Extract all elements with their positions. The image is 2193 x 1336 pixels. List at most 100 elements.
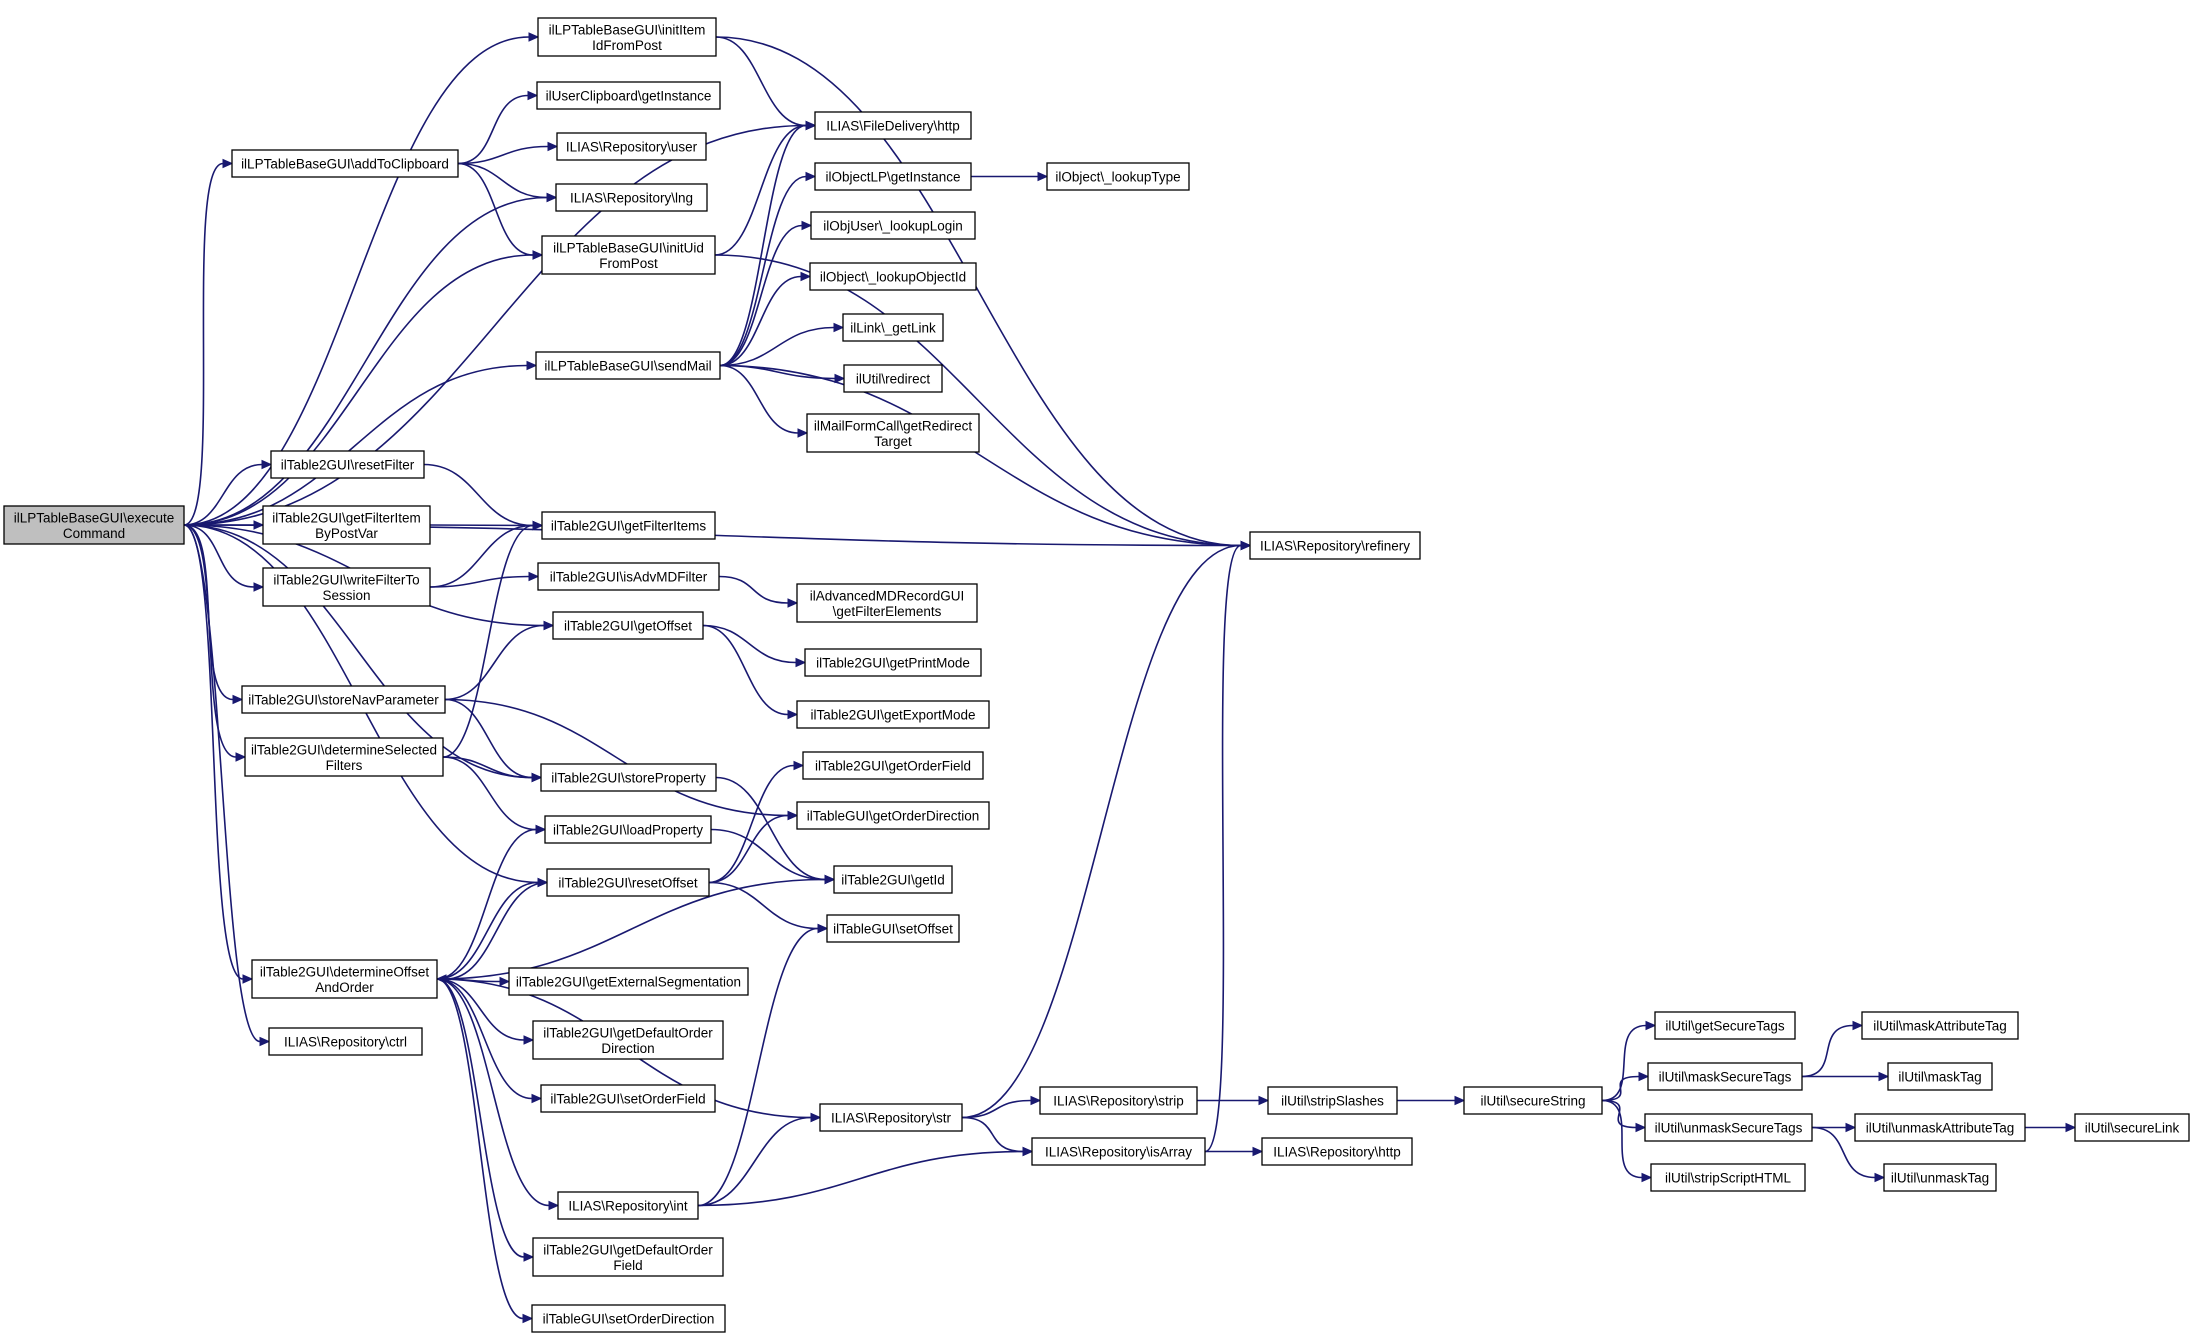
node-box [1861,1011,2019,1040]
node-repoHttp[interactable]: ILIAS\Repository\http [1261,1137,1413,1166]
node-lookupObjId[interactable]: ilObject\_lookupObjectId [809,262,977,291]
edge-arrowhead [523,1252,535,1262]
node-getSecureTags[interactable]: ilUtil\getSecureTags [1654,1011,1796,1040]
node-maskAttr[interactable]: ilUtil\maskAttributeTag [1861,1011,2019,1040]
edge-arrowhead [535,824,547,835]
node-repoStr[interactable]: ILIAS\Repository\str [819,1103,963,1132]
node-repoStrip[interactable]: ILIAS\Repository\strip [1039,1086,1198,1115]
node-lookupType[interactable]: ilObject\_lookupType [1046,162,1190,191]
node-box [806,413,980,453]
node-objLP[interactable]: ilObjectLP\getInstance [814,162,972,191]
edge-root-to-storeNav [183,524,244,705]
node-getId[interactable]: ilTable2GUI\getId [833,865,953,894]
node-unmaskSecureTags[interactable]: ilUtil\unmaskSecureTags [1644,1113,1813,1142]
edge-line [436,978,550,1207]
edge-arrowhead [1845,1122,1857,1133]
node-box [1249,531,1421,560]
node-orderDir[interactable]: ilTableGUI\getOrderDirection [796,801,990,830]
edge-storeProp-to-getId [715,776,836,885]
node-repoLng[interactable]: ILIAS\Repository\lng [555,183,708,212]
edge-line [183,524,237,758]
edge-resetOffset-to-orderField [708,760,805,884]
node-repoIsArray[interactable]: ILIAS\Repository\isArray [1031,1137,1206,1166]
node-box [842,313,944,342]
node-maskTag[interactable]: ilUtil\maskTag [1887,1062,1993,1091]
node-unmaskAttr[interactable]: ilUtil\unmaskAttributeTag [1854,1113,2026,1142]
edge-line [423,463,534,527]
node-redirect[interactable]: ilUtil\redirect [843,364,943,393]
node-label: Direction [601,1041,654,1056]
node-getFilterItems[interactable]: ilTable2GUI\getFilterItems [541,511,716,540]
edge-arrowhead [522,1313,534,1324]
node-exportMode[interactable]: ilTable2GUI\getExportMode [796,700,990,729]
node-repoCtrl[interactable]: ILIAS\Repository\ctrl [268,1027,423,1056]
edge-arrowhead [787,598,799,608]
node-fdHttp[interactable]: ILIAS\FileDelivery\http [814,111,972,140]
node-clipInst[interactable]: ilUserClipboard\getInstance [536,81,721,110]
node-secureLink[interactable]: ilUtil\secureLink [2074,1113,2190,1142]
node-resetFilter[interactable]: ilTable2GUI\resetFilter [270,450,425,479]
node-addClip[interactable]: ilLPTableBaseGUI\addToClipboard [231,149,459,178]
node-getLink[interactable]: ilLink\_getLink [842,313,944,342]
node-orderField[interactable]: ilTable2GUI\getOrderField [802,751,984,780]
node-setOrderDir[interactable]: ilTableGUI\setOrderDirection [531,1304,726,1333]
edge-root-to-resetFilter [183,459,273,526]
edge-unmaskAttr-to-secureLink [2024,1122,2077,1133]
node-lookupLogin[interactable]: ilObjUser\_lookupLogin [810,211,976,240]
edge-secureString-to-getSecureTags [1601,1020,1657,1102]
node-maskSecureTags[interactable]: ilUtil\maskSecureTags [1647,1062,1803,1091]
edge-storeNav-to-getOffset [444,620,555,701]
node-label: ilTable2GUI\getExternalSegmentation [516,975,741,990]
edge-repoStr-to-repoStrip [961,1095,1042,1119]
edge-arrowhead [1240,540,1252,551]
node-getOffset[interactable]: ilTable2GUI\getOffset [552,611,704,640]
node-loadProp[interactable]: ilTable2GUI\loadProperty [544,815,712,844]
node-stripScript[interactable]: ilUtil\stripScriptHTML [1650,1163,1806,1192]
edge-arrowhead [805,171,817,182]
edge-detSel-to-loadProp [442,756,547,835]
edge-root-to-detOffset [183,524,254,984]
node-storeNav[interactable]: ilTable2GUI\storeNavParameter [241,685,446,714]
node-repoInt[interactable]: ILIAS\Repository\int [557,1191,699,1220]
edge-line [708,814,789,884]
node-setOffset[interactable]: ilTableGUI\setOffset [826,914,960,943]
node-secureString[interactable]: ilUtil\secureString [1463,1086,1603,1115]
node-box [1463,1086,1603,1115]
node-sendMail[interactable]: ilLPTableBaseGUI\sendMail [535,351,721,380]
edge-line [710,828,826,881]
node-storeProp[interactable]: ilTable2GUI\storeProperty [540,763,717,792]
node-label: ilTable2GUI\storeProperty [551,771,706,786]
node-isAdvMD[interactable]: ilTable2GUI\isAdvMDFilter [537,562,720,591]
node-label: ilTableGUI\setOffset [833,922,953,937]
edge-detOffset-to-setOrderField [436,978,543,1104]
node-resetOffset[interactable]: ilTable2GUI\resetOffset [546,868,710,897]
edge-line [444,624,545,701]
node-box [508,967,749,996]
node-label: ILIAS\Repository\http [1273,1145,1401,1160]
node-refinery[interactable]: ILIAS\Repository\refinery [1249,531,1421,560]
node-setOrderField[interactable]: ilTable2GUI\setOrderField [540,1084,716,1113]
edge-addClip-to-repoUser [457,141,559,165]
node-unmaskTag[interactable]: ilUtil\unmaskTag [1883,1163,1997,1192]
edge-detOffset-to-getId [436,874,836,980]
node-label: ILIAS\Repository\user [566,140,698,155]
node-repoUser[interactable]: ILIAS\Repository\user [556,132,707,161]
node-printMode[interactable]: ilTable2GUI\getPrintMode [804,648,982,677]
node-extSeg[interactable]: ilTable2GUI\getExternalSegmentation [508,967,749,996]
node-box [537,562,720,591]
node-label: ilTable2GUI\resetOffset [558,876,698,891]
node-stripSlashes[interactable]: ilUtil\stripSlashes [1267,1086,1398,1115]
node-advMDRec[interactable]: ilAdvancedMDRecordGUI\getFilterElements [796,583,978,623]
